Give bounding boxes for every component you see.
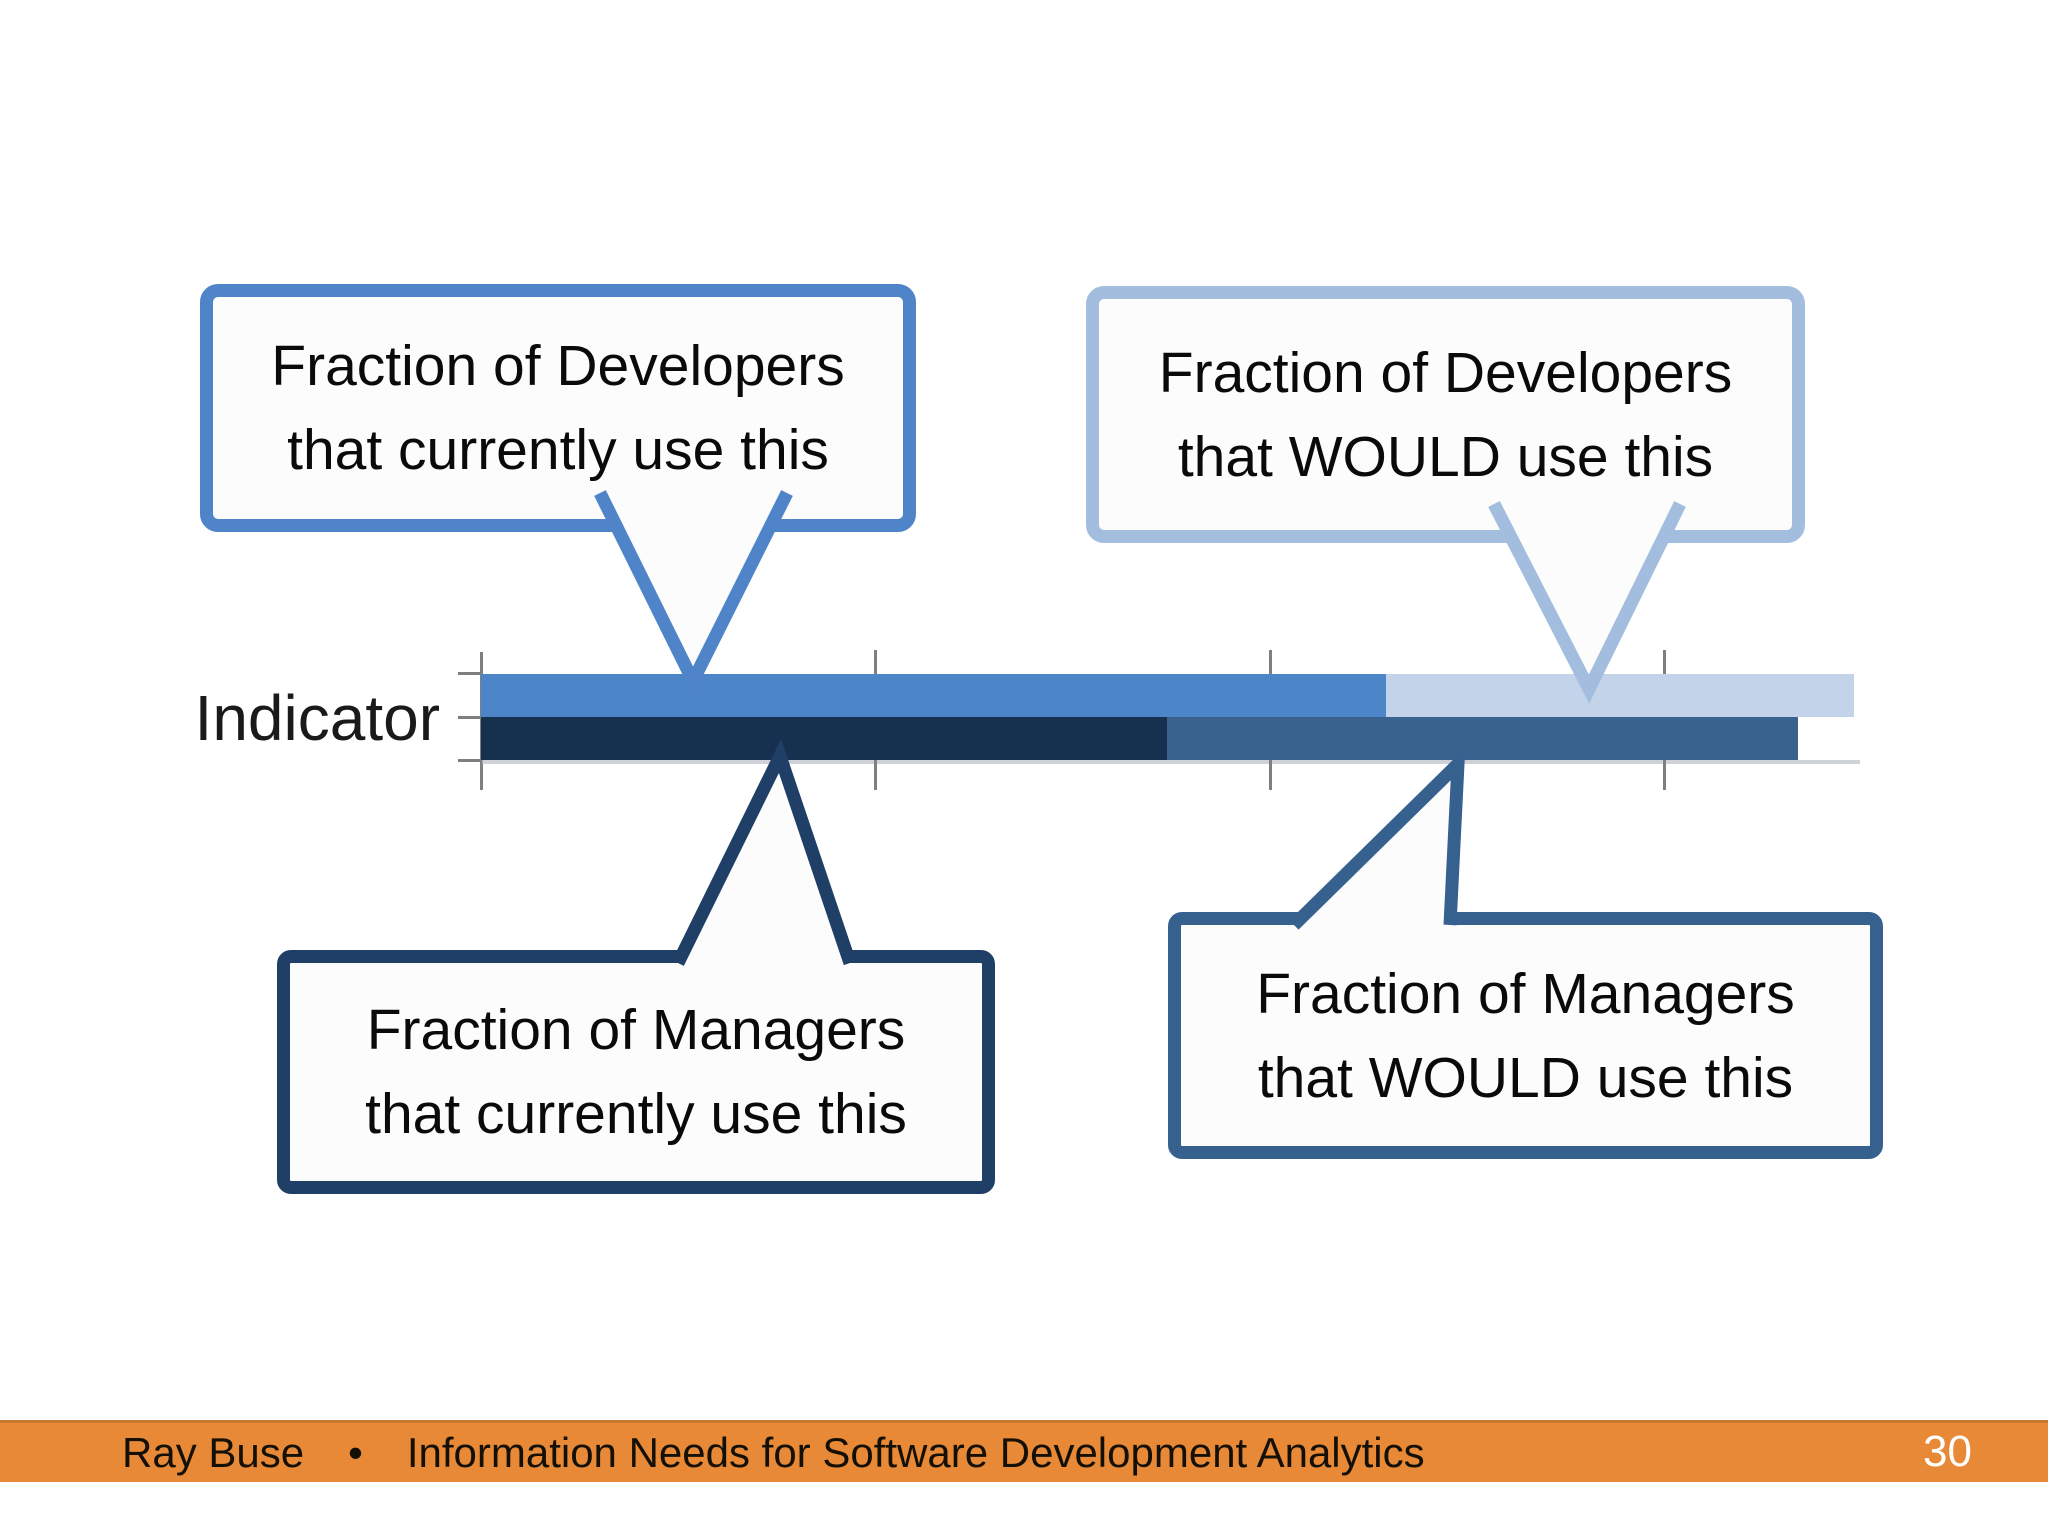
category-label: Indicator — [194, 682, 440, 754]
callout-text-line: that WOULD use this — [1257, 1045, 1794, 1110]
gridline-stub — [1269, 650, 1272, 674]
gridline-stub — [874, 650, 877, 674]
footer-separator-bullet: • — [348, 1428, 363, 1476]
page-number: 30 — [1923, 1427, 1972, 1476]
callout-dev-current: Fraction of Developers that currently us… — [200, 284, 916, 532]
axis-tick — [458, 759, 482, 762]
gridline-stub — [1663, 760, 1666, 790]
dev-would-segment — [1386, 674, 1854, 717]
callout-mgr-would: Fraction of Managers that WOULD use this — [1168, 912, 1883, 1159]
footer-title: Information Needs for Software Developme… — [406, 1428, 1425, 1476]
gridline-stub — [874, 760, 877, 790]
callout-text-line: that WOULD use this — [1177, 424, 1714, 489]
callout-text-line: that currently use this — [365, 1082, 907, 1146]
callout-text-line: Fraction of Managers — [366, 998, 906, 1062]
footer-left-group: Ray Buse • Information Needs for Softwar… — [122, 1423, 1425, 1482]
dev-current-segment — [481, 674, 1386, 717]
gridline-stub — [1663, 650, 1666, 674]
callout-text-line: that currently use this — [287, 418, 829, 482]
bar-shadow — [482, 760, 1860, 764]
mgr-would-segment — [1167, 717, 1798, 760]
mgr-current-segment — [481, 717, 1167, 760]
callout-text-line: Fraction of Managers — [1256, 961, 1795, 1026]
callout-text-line: Fraction of Developers — [1158, 340, 1733, 405]
axis-tick — [458, 716, 482, 719]
callout-dev-would: Fraction of Developers that WOULD use th… — [1086, 286, 1805, 543]
axis-tick — [458, 672, 482, 675]
footer-bar: Ray Buse • Information Needs for Softwar… — [0, 1420, 2048, 1482]
footer-author: Ray Buse — [122, 1428, 305, 1476]
gridline-stub — [1269, 760, 1272, 790]
callout-text-line: Fraction of Developers — [271, 334, 845, 398]
callout-mgr-current: Fraction of Managers that currently use … — [277, 950, 995, 1194]
